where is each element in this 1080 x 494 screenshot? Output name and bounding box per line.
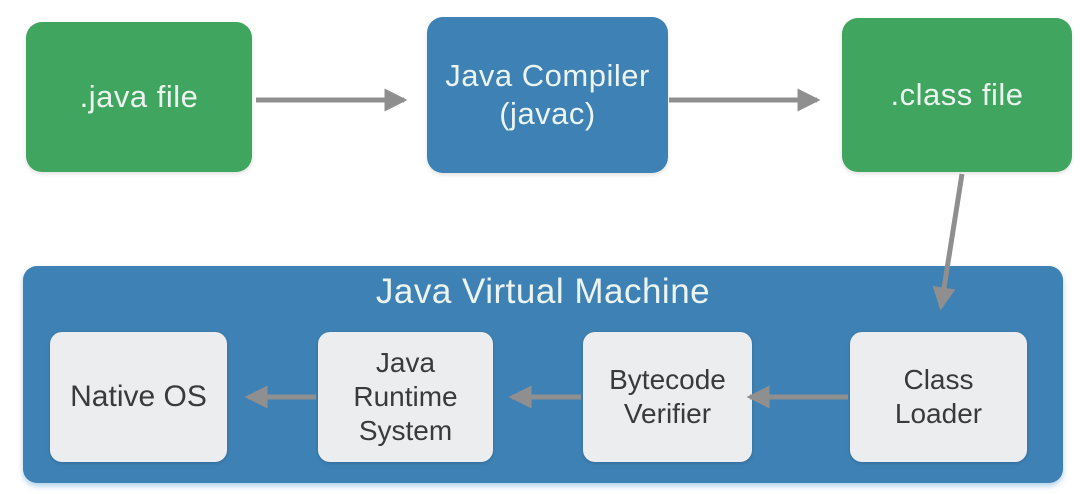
- node-java-compiler: Java Compiler (javac): [427, 17, 668, 173]
- node-java-virtual-machine: Java Virtual Machine Native OS Java Runt…: [23, 266, 1063, 483]
- node-native-os-label: Native OS: [70, 380, 207, 413]
- node-java-file: .java file: [26, 22, 252, 172]
- node-class-file: .class file: [842, 18, 1072, 172]
- node-java-compiler-label-line2: (javac): [499, 96, 596, 131]
- node-bytecode-verifier-label-line2: Verifier: [623, 398, 712, 429]
- jvm-title: Java Virtual Machine: [375, 272, 711, 311]
- node-class-loader-label-line2: Loader: [894, 398, 983, 429]
- node-java-runtime-label-line3: System: [358, 415, 453, 446]
- node-java-runtime-system: Java Runtime System: [318, 332, 493, 462]
- node-bytecode-verifier: Bytecode Verifier: [583, 332, 752, 462]
- node-java-file-label: .java file: [79, 79, 199, 114]
- node-native-os: Native OS: [50, 332, 227, 462]
- node-class-loader: Class Loader: [850, 332, 1027, 462]
- node-java-runtime-label-line2: Runtime: [353, 381, 458, 412]
- node-java-compiler-label-line1: Java Compiler: [445, 58, 650, 93]
- node-bytecode-verifier-label-line1: Bytecode: [609, 364, 726, 395]
- node-class-loader-label-line1: Class: [903, 364, 974, 395]
- node-class-file-label: .class file: [890, 77, 1024, 112]
- node-java-runtime-label-line1: Java: [375, 347, 436, 378]
